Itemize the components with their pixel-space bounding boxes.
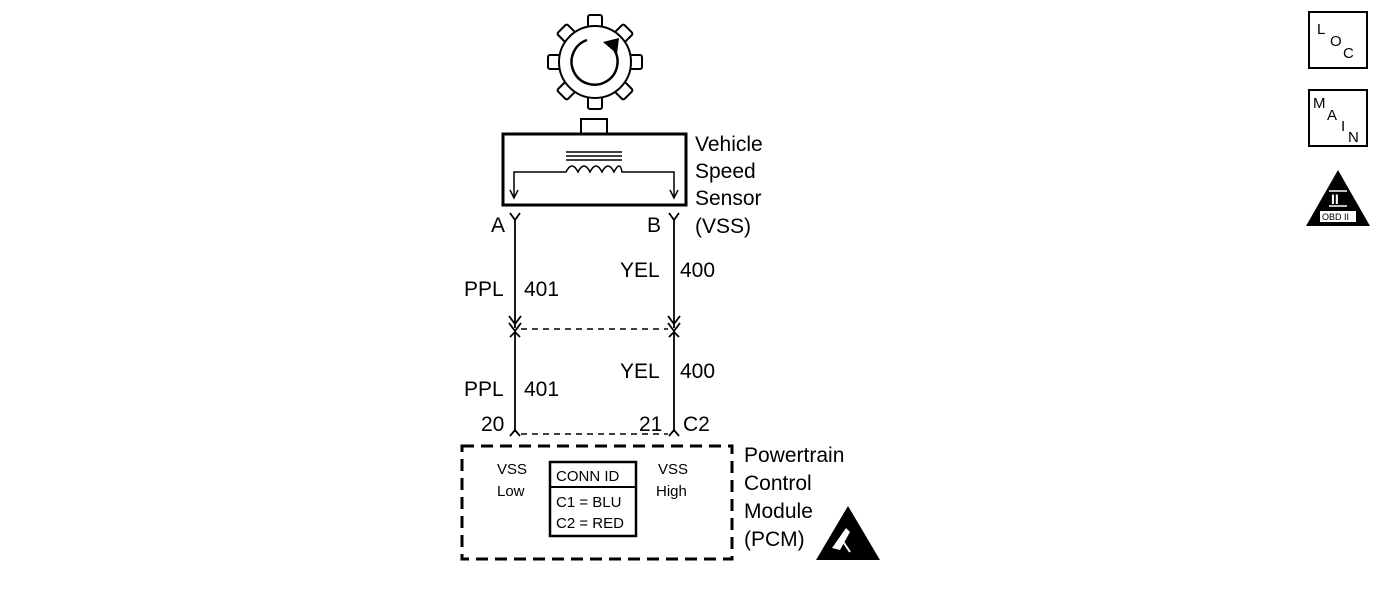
vss-pin-b: B xyxy=(647,214,661,237)
vss-body xyxy=(501,132,688,207)
vss-low-line1: VSS xyxy=(497,461,527,478)
obd-ii-icon[interactable] xyxy=(1306,170,1370,226)
conn-id-c2: C2 = RED xyxy=(556,515,624,532)
reluctor-wheel-icon xyxy=(547,14,643,110)
wire-lower-right-color: YEL xyxy=(620,360,660,383)
sensor-tip xyxy=(580,118,608,135)
wire-401-lower xyxy=(509,330,521,437)
conn-id-c1: C1 = BLU xyxy=(556,494,621,511)
obd-label: OBD II xyxy=(1322,212,1349,222)
loc-letter-c: C xyxy=(1343,45,1354,62)
wire-lower-left-circuit: 401 xyxy=(524,378,559,401)
conn-id-box xyxy=(548,460,638,538)
vss-high-line2: High xyxy=(656,483,687,500)
pcm-label-line4: (PCM) xyxy=(744,528,805,551)
coil-icon xyxy=(509,151,679,200)
wire-400-lower xyxy=(668,330,680,437)
vss-label-line4: (VSS) xyxy=(695,215,751,238)
wire-lower-right-circuit: 400 xyxy=(680,360,715,383)
esd-sensitive-icon xyxy=(816,506,880,560)
main-letter-a: A xyxy=(1327,107,1337,124)
conn-id-title: CONN ID xyxy=(556,468,620,485)
obd-numeral: II xyxy=(1331,191,1339,207)
wire-upper-right-circuit: 400 xyxy=(680,259,715,282)
loc-button[interactable] xyxy=(1308,11,1368,69)
main-button[interactable] xyxy=(1308,89,1368,147)
vss-low-line2: Low xyxy=(497,483,525,500)
pcm-connector-c2: C2 xyxy=(683,413,710,436)
loc-letter-l: L xyxy=(1317,21,1325,38)
vss-label-line1: Vehicle xyxy=(695,133,763,156)
vss-pin-a: A xyxy=(491,214,505,237)
pcm-pin-21: 21 xyxy=(639,413,662,436)
wire-lower-left-color: PPL xyxy=(464,378,504,401)
vss-label-line2: Speed xyxy=(695,160,756,183)
pcm-label-line1: Powertrain xyxy=(744,444,844,467)
wire-upper-right-color: YEL xyxy=(620,259,660,282)
vss-label-line3: Sensor xyxy=(695,187,762,210)
loc-letter-o: O xyxy=(1330,33,1342,50)
pcm-box xyxy=(460,444,734,561)
pcm-label-line3: Module xyxy=(744,500,813,523)
pcm-pin-20: 20 xyxy=(481,413,504,436)
main-letter-i: I xyxy=(1341,118,1345,135)
wire-upper-left-color: PPL xyxy=(464,278,504,301)
vss-high-line1: VSS xyxy=(658,461,688,478)
wire-upper-left-circuit: 401 xyxy=(524,278,559,301)
main-letter-n: N xyxy=(1348,129,1359,146)
main-letter-m: M xyxy=(1313,95,1326,112)
wire-400-upper xyxy=(667,220,681,333)
pcm-label-line2: Control xyxy=(744,472,812,495)
wire-401-upper xyxy=(508,220,522,333)
